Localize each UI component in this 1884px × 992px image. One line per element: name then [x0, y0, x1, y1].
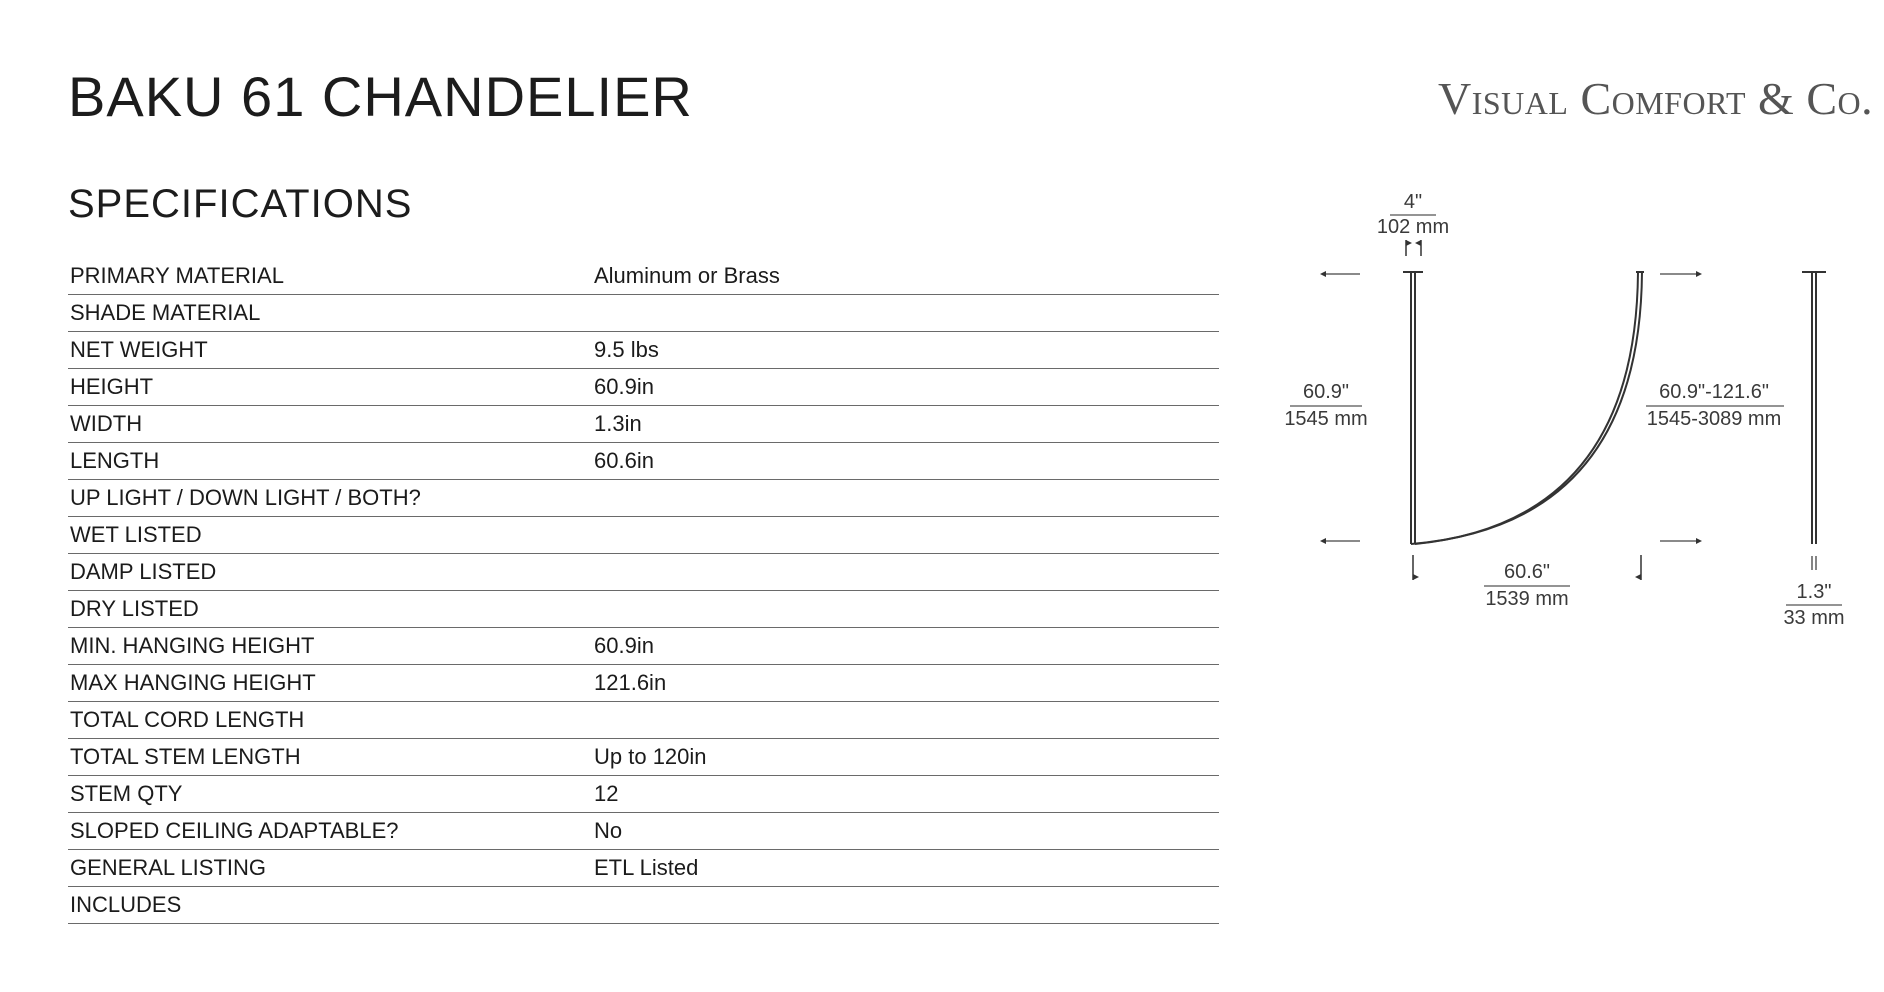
length-in: 60.6" — [1504, 561, 1550, 583]
spec-row: TOTAL CORD LENGTH — [68, 701, 1219, 739]
spec-value: Up to 120in — [592, 738, 1219, 776]
canopy-width-mm: 102 mm — [1377, 216, 1449, 238]
spec-label: HEIGHT — [68, 368, 592, 406]
spec-value: 60.9in — [592, 627, 1219, 665]
spec-value: No — [592, 812, 1219, 850]
spec-value — [592, 701, 1219, 739]
spec-row: SHADE MATERIAL — [68, 294, 1219, 332]
height-in: 60.9" — [1303, 381, 1349, 403]
height-mm: 1545 mm — [1284, 408, 1367, 430]
spec-value: 60.6in — [592, 442, 1219, 480]
spec-label: MAX HANGING HEIGHT — [68, 664, 592, 702]
hanging-height-in: 60.9"-121.6" — [1659, 381, 1769, 403]
spec-label: MIN. HANGING HEIGHT — [68, 627, 592, 665]
spec-value: 9.5 lbs — [592, 331, 1219, 369]
spec-value — [592, 590, 1219, 628]
spec-label: DRY LISTED — [68, 590, 592, 628]
spec-value: 60.9in — [592, 368, 1219, 406]
spec-label: LENGTH — [68, 442, 592, 480]
spec-label: SLOPED CEILING ADAPTABLE? — [68, 812, 592, 850]
dimension-diagram: 4" 102 mm 60.9" 1545 mm 60.9"-121.6" 154… — [1284, 191, 1844, 629]
hanging-height-mm: 1545-3089 mm — [1647, 408, 1782, 430]
length-mm: 1539 mm — [1485, 588, 1568, 610]
spec-label: WET LISTED — [68, 516, 592, 554]
spec-value — [592, 294, 1219, 332]
spec-row: DAMP LISTED — [68, 553, 1219, 591]
spec-value — [592, 553, 1219, 591]
spec-label: UP LIGHT / DOWN LIGHT / BOTH? — [68, 479, 592, 517]
spec-value — [592, 479, 1219, 517]
spec-value: 12 — [592, 775, 1219, 813]
spec-label: PRIMARY MATERIAL — [68, 258, 592, 295]
spec-label: TOTAL CORD LENGTH — [68, 701, 592, 739]
spec-value: 1.3in — [592, 405, 1219, 443]
width-mm: 33 mm — [1783, 607, 1844, 629]
width-in: 1.3" — [1797, 581, 1832, 603]
spec-label: SHADE MATERIAL — [68, 294, 592, 332]
specifications-heading: SPECIFICATIONS — [68, 182, 413, 226]
spec-value — [592, 516, 1219, 554]
spec-row: INCLUDES — [68, 886, 1219, 924]
spec-value: Aluminum or Brass — [592, 258, 1219, 295]
spec-row: UP LIGHT / DOWN LIGHT / BOTH? — [68, 479, 1219, 517]
spec-row: DRY LISTED — [68, 590, 1219, 628]
spec-label: TOTAL STEM LENGTH — [68, 738, 592, 776]
spec-label: INCLUDES — [68, 886, 592, 924]
page-title: BAKU 61 CHANDELIER — [68, 65, 693, 128]
spec-value: 121.6in — [592, 664, 1219, 702]
spec-label: STEM QTY — [68, 775, 592, 813]
spec-row: SLOPED CEILING ADAPTABLE?No — [68, 812, 1219, 850]
spec-value: ETL Listed — [592, 849, 1219, 887]
spec-label: WIDTH — [68, 405, 592, 443]
spec-label: DAMP LISTED — [68, 553, 592, 591]
spec-label: GENERAL LISTING — [68, 849, 592, 887]
canopy-width-in: 4" — [1404, 191, 1422, 213]
spec-value — [592, 886, 1219, 924]
spec-label: NET WEIGHT — [68, 331, 592, 369]
brand-logo: Visual Comfort & Co. — [1438, 73, 1874, 124]
spec-row: WET LISTED — [68, 516, 1219, 554]
